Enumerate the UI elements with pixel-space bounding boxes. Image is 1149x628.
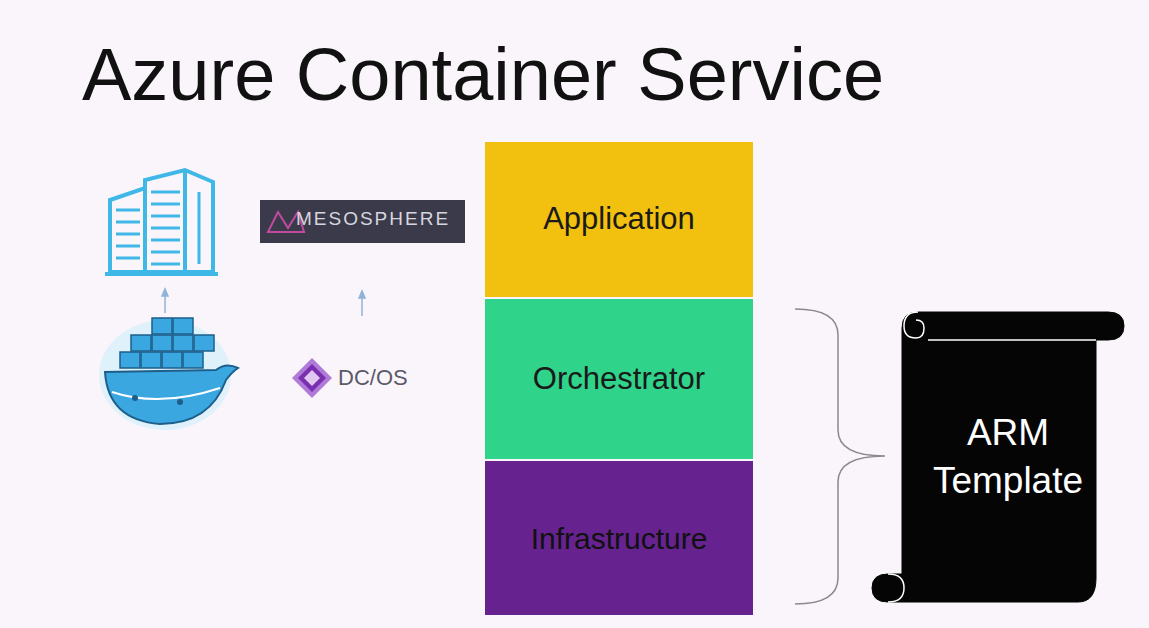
scroll-curl bbox=[888, 312, 1096, 602]
layer-band: Orchestrator bbox=[485, 299, 753, 459]
logo-text: MESOSPHERE bbox=[296, 208, 450, 231]
dcos-icon bbox=[292, 358, 332, 398]
logo-text: DC/OS bbox=[338, 365, 408, 391]
layer-band: Application bbox=[485, 142, 753, 297]
slide-title: Azure Container Service bbox=[82, 38, 884, 112]
scroll-outline bbox=[868, 308, 1128, 606]
building-icon bbox=[105, 170, 218, 274]
node-label: Orchestrator bbox=[533, 359, 705, 399]
small-arrow bbox=[162, 289, 365, 316]
node-label: ARM Template bbox=[923, 409, 1093, 505]
layer-band: Infrastructure bbox=[485, 461, 753, 615]
bracket bbox=[795, 309, 885, 604]
node-label: Application bbox=[543, 199, 695, 239]
scroll-shape: ARM Template bbox=[868, 308, 1128, 606]
docker-swarm-icon bbox=[99, 318, 238, 430]
mesosphere-logo bbox=[260, 200, 465, 243]
scroll-body bbox=[872, 312, 1124, 602]
node-label: Infrastructure bbox=[531, 519, 708, 558]
